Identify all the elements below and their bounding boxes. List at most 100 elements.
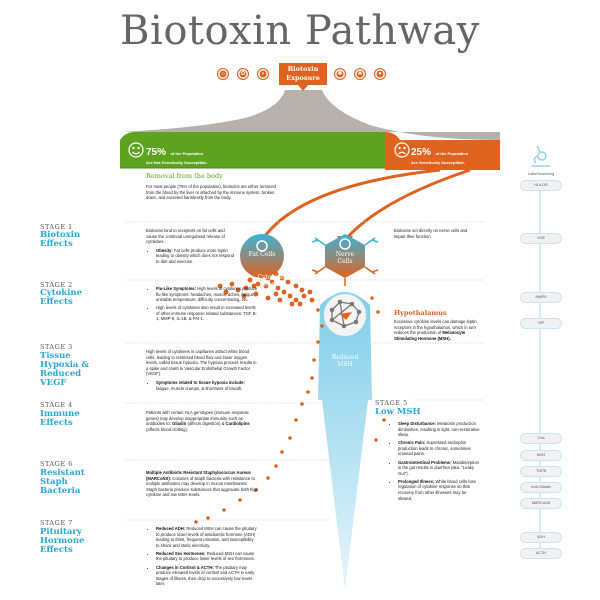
msh-term: Melanocyte Stimulating Hormone (MSH).	[394, 330, 466, 341]
bullet-bold: Symptoms related to tissue hypoxia inclu…	[156, 379, 245, 385]
cytokine-dot	[266, 476, 270, 480]
fish-icon: ◗	[257, 68, 269, 80]
stage-5-bullet-1: Sleep Disturbance: Melatonin production …	[398, 421, 480, 438]
bullet-bold: Obesity:	[156, 247, 173, 253]
bullet-bold: Sleep Disturbance:	[398, 421, 436, 426]
cytokine-dot	[265, 295, 271, 301]
cytokine-dot	[306, 390, 310, 394]
cytokine-dot	[259, 273, 265, 279]
cytokine-dot	[301, 293, 307, 299]
cytokine-dot	[263, 283, 269, 289]
not-susceptible-percent: 75%	[146, 147, 167, 158]
house-icon: ⌂	[217, 68, 229, 80]
cytokine-dot	[370, 296, 374, 300]
cytokine-dot	[294, 418, 298, 422]
cytokine-dot	[288, 436, 292, 440]
cytokine-dot	[273, 271, 279, 277]
stage-1-text: Biotoxins bind to receptors on fat cells…	[146, 228, 234, 267]
stage-7-bullet-3: Changes in Cortisol & ACTH: The pituitar…	[156, 565, 258, 587]
fat-cell-icon	[240, 234, 284, 278]
cytokine-dot	[275, 285, 281, 291]
biotoxin-exposure-label: Biotoxin Exposure	[279, 63, 327, 85]
frown-icon	[394, 142, 410, 158]
cytokine-dot	[243, 285, 249, 291]
stage-4-text: Patients with certain HLA genotypes (imm…	[146, 410, 254, 432]
cytokine-dot	[297, 301, 303, 307]
stage-7-label: STAGE 7	[40, 519, 73, 527]
cytokine-dot	[281, 289, 287, 295]
bullet-text: Malabsorption in the gut results in diar…	[398, 459, 479, 476]
not-susceptible-line2: Are Not Genetically Susceptible.	[146, 160, 208, 165]
stage-7-text: Reduced ADH: Reduced MSH can cause the p…	[146, 526, 258, 589]
cytokine-dot	[222, 508, 226, 512]
arrow-to-fat	[260, 168, 441, 241]
cytokine-dot	[247, 277, 253, 283]
cytokine-dot	[307, 289, 313, 295]
stage-3-text: High levels of cytokines in capillaries …	[146, 349, 258, 394]
bullet-bold: Prolonged Illness:	[398, 478, 435, 484]
labs-heading: Labs/Screening	[527, 172, 555, 176]
marcons-lead: Multiple Antibiotic Resistant Staphyloco…	[146, 470, 251, 481]
page-title: Biotoxin Pathway	[120, 8, 480, 54]
not-susceptible-block: 75% of the Population Are Not Geneticall…	[146, 142, 208, 165]
hypothalamus-description: Excessive cytokine levels can damage lep…	[394, 319, 477, 336]
microscope-icon	[532, 145, 550, 167]
stage-3-title: Tissue Hypoxia & Reduced VEGF	[40, 351, 90, 388]
nerve-cell-icon	[311, 234, 379, 286]
stage-6-text: Multiple Antibiotic Resistant Staphyloco…	[146, 470, 258, 498]
stage-1-bullet: Obesity: Fat cells produce more leptin l…	[156, 248, 234, 265]
cytokine-dot	[265, 275, 271, 281]
lab-item-c4a: C4a	[520, 433, 562, 444]
cytokine-dot	[217, 283, 223, 289]
stage-5-bullet-3: Gastrointestinal Problems: Malabsorption…	[398, 460, 480, 477]
stage-2-label: STAGE 2	[40, 281, 73, 289]
stage-7-bullet-2: Reduced Sex Hormones: Reduced MSH can ca…	[156, 551, 258, 562]
cytokine-dot	[251, 283, 257, 289]
bullet-text: Supressed endorphin production leads to …	[398, 440, 471, 457]
cytokine-dot	[382, 418, 386, 422]
stage-4-title: Immune Effects	[40, 409, 80, 428]
lab-item-adh: ADH	[520, 532, 562, 543]
nerve-cells-label: Nerve Cells	[335, 251, 355, 265]
bullet-text: High levels of cytokines produce flu-lik…	[156, 286, 258, 303]
fat-cells-label: Fat Cells	[248, 251, 276, 258]
stage-2-title: Cytokine Effects	[40, 288, 83, 307]
arrow-to-nerve	[343, 168, 471, 241]
cytokine-dot	[320, 324, 324, 328]
hypothalamus-section: Hypothalamus Excessive cytokine levels c…	[394, 309, 486, 341]
green-band	[120, 132, 385, 168]
cytokine-dot	[280, 450, 284, 454]
text-part: Patients with certain HLA genotypes (imm…	[146, 410, 249, 427]
nerve-cell-text: Biotoxins act directly on nerve cells an…	[394, 228, 468, 239]
cytokine-dot	[254, 488, 258, 492]
stage-6-description: Colonies of Staph bacteria with resistan…	[146, 475, 258, 498]
stage-1-description: Biotoxins bind to receptors on fat cells…	[146, 228, 225, 245]
cytokine-dot	[223, 289, 229, 295]
gliadin: Gliadin	[172, 421, 187, 427]
stage-7-bullet-1: Reduced ADH: Reduced MSH can cause the p…	[156, 526, 258, 548]
susceptible-percent: 25%	[411, 147, 432, 158]
cytokine-dot	[274, 464, 278, 468]
removal-text: For most people (75% of the population),…	[146, 184, 276, 201]
bullet-bold: Gastrointestinal Problems:	[398, 459, 452, 465]
not-susceptible-line1: of the Population	[170, 151, 204, 156]
stage-6-title: Resistant Staph Bacteria	[40, 468, 85, 496]
stage-3-description: High levels of cytokines in capillaries …	[146, 349, 257, 377]
bacteria-icon: ●	[374, 68, 386, 80]
cytokine-dot	[310, 376, 314, 380]
cytokine-dot	[289, 301, 295, 307]
cytokine-dot	[293, 283, 299, 289]
msh-funnel	[318, 292, 372, 590]
bullet-text: Reduced MSH can cause the pituitary to p…	[156, 550, 255, 562]
cytokine-dot	[229, 281, 235, 287]
cytokine-dot	[253, 291, 259, 297]
cytokine-dot	[241, 293, 247, 299]
susceptible-line2: Are Genetically Susceptible.	[411, 160, 465, 165]
stage-5-label: STAGE 5	[375, 399, 408, 407]
smile-icon	[128, 142, 144, 158]
susceptible-line1: of the Population	[435, 151, 469, 156]
bullet-text: Melatonin production diminishes, resulti…	[398, 421, 480, 438]
bullet-bold: Reduced Sex Hormones:	[156, 550, 206, 556]
reduced-msh-label: Reduced MSH	[331, 354, 359, 368]
bullet-text: White blood cells lose regulation of cyt…	[398, 478, 476, 501]
